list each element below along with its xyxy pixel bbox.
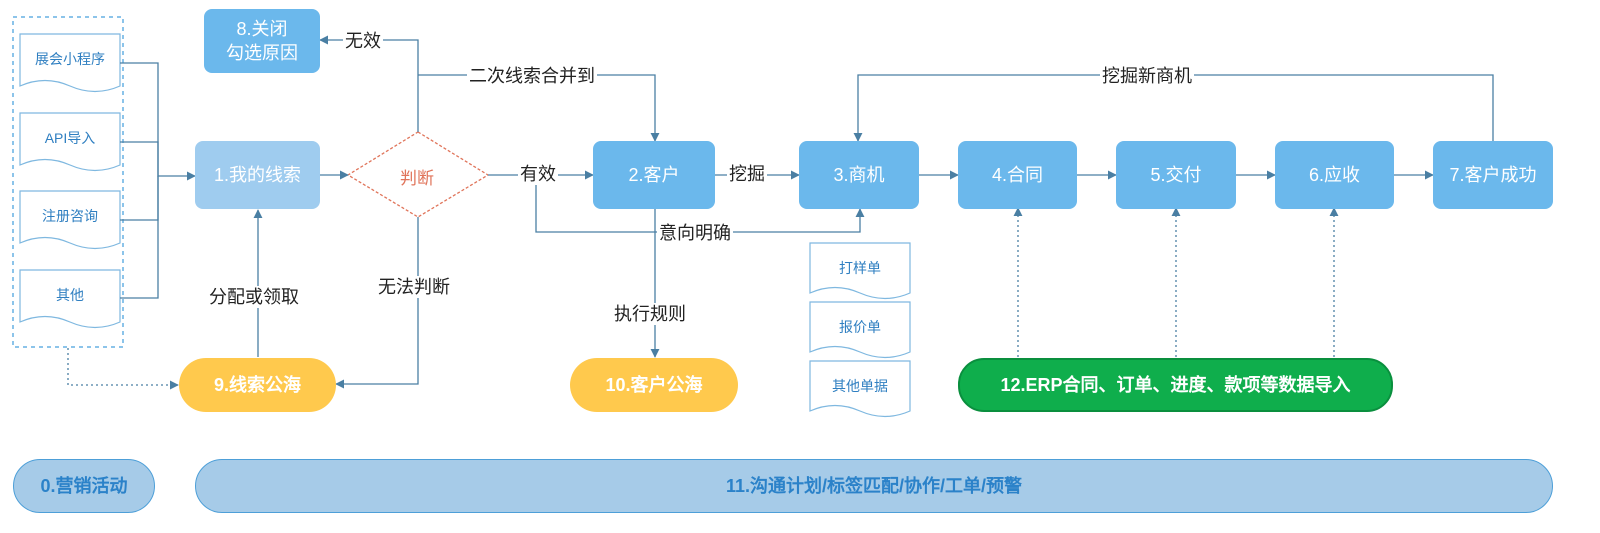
doc-sample-order: 打样单: [839, 260, 881, 276]
source-group-box: [12, 16, 124, 348]
edge-invalid-label: 无效: [343, 30, 383, 52]
edge-valid-label: 有效: [518, 163, 558, 185]
source-exhibition-miniapp: 展会小程序: [35, 51, 105, 67]
node-opportunity[interactable]: 3.商机: [799, 141, 919, 209]
edge-mine-label: 挖掘: [727, 163, 767, 185]
node-closed-line2: 勾选原因: [226, 43, 298, 63]
source-api-import: API导入: [44, 130, 96, 146]
source-connectors: [120, 62, 196, 299]
node-customer-success[interactable]: 7.客户成功: [1433, 141, 1553, 209]
edge-mine-new-label: 挖掘新商机: [1100, 65, 1194, 87]
edge-assign-label: 分配或领取: [207, 286, 301, 308]
node-communication[interactable]: 11.沟通计划/标签匹配/协作/工单/预警: [195, 459, 1553, 513]
edge-intent-label: 意向明确: [657, 222, 733, 244]
node-lead-pool[interactable]: 9.线索公海: [179, 358, 336, 412]
node-contract[interactable]: 4.合同: [958, 141, 1077, 209]
judge-label: 判断: [400, 169, 434, 188]
source-registration: 注册咨询: [42, 208, 98, 224]
node-customer-pool[interactable]: 10.客户公海: [570, 358, 738, 412]
node-erp-import[interactable]: 12.ERP合同、订单、进度、款项等数据导入: [958, 358, 1393, 412]
source-doc-shapes: [19, 33, 121, 329]
node-my-leads[interactable]: 1.我的线索: [195, 141, 320, 209]
edge-rule-label: 执行规则: [612, 303, 688, 325]
erp-uplinks: [1013, 207, 1339, 357]
node-receivable[interactable]: 6.应收: [1275, 141, 1394, 209]
edge-cannot-judge-label: 无法判断: [376, 276, 452, 298]
node-delivery[interactable]: 5.交付: [1116, 141, 1236, 209]
node-marketing[interactable]: 0.营销活动: [13, 459, 155, 513]
judge-diamond: [346, 131, 490, 218]
doc-other-forms: 其他单据: [832, 378, 888, 394]
opportunity-doc-shapes: [809, 242, 911, 418]
marketing-to-lead-pool-link: [67, 348, 179, 390]
doc-quotation: 报价单: [839, 319, 881, 335]
edge-merge-label: 二次线索合并到: [467, 65, 597, 87]
source-other: 其他: [56, 287, 84, 303]
node-customer[interactable]: 2.客户: [593, 141, 715, 209]
node-closed-line1: 8.关闭: [236, 19, 288, 39]
node-closed[interactable]: 8.关闭 勾选原因: [204, 9, 320, 73]
